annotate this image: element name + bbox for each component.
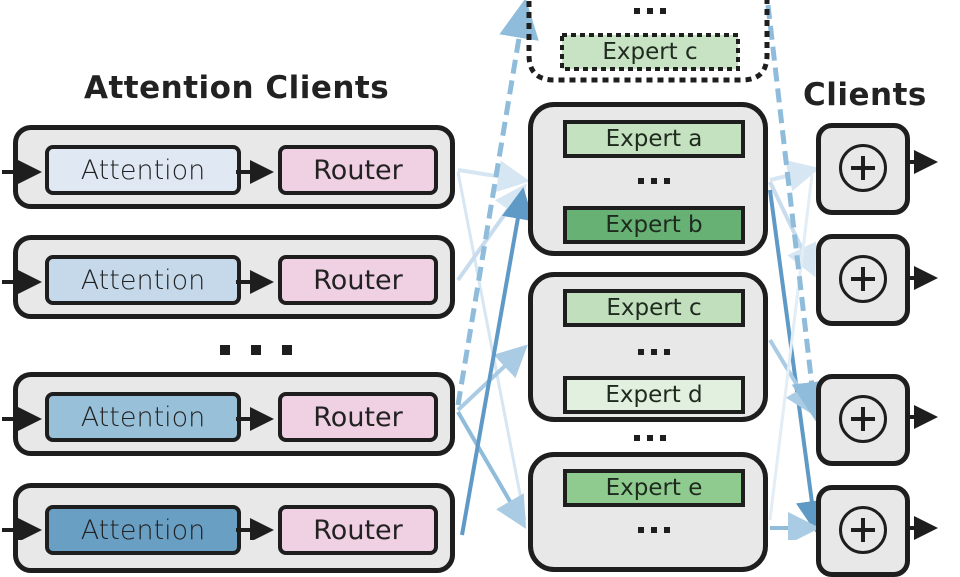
sum-client-4: [816, 485, 910, 577]
expert-ellipsis: [638, 349, 670, 355]
route-arrow: [456, 344, 528, 412]
expert-b: Expert b: [563, 206, 745, 244]
attention-block: Attention: [45, 392, 241, 442]
return-arrow: [768, 338, 817, 417]
expert-e: Expert e: [563, 469, 745, 507]
route-arrow: [456, 171, 527, 521]
expert-c-migrating: Expert c: [602, 39, 698, 65]
sum-client-1: [816, 123, 910, 215]
expert-c: Expert c: [563, 289, 745, 327]
expert-groups-ellipsis: [634, 435, 666, 441]
route-arrow-dashed: [455, 0, 539, 406]
sum-client-2: [816, 234, 910, 326]
attention-client-2: Attention Router: [13, 235, 455, 319]
route-arrow: [456, 410, 527, 529]
router-block: Router: [278, 392, 438, 442]
attention-block: Attention: [45, 255, 241, 305]
router-block: Router: [278, 505, 438, 555]
return-arrow: [768, 181, 817, 278]
attention-client-3: Attention Router: [13, 372, 455, 456]
plus-circle-icon: [839, 395, 887, 443]
return-arrow: [768, 174, 814, 521]
sum-client-3: [816, 374, 910, 466]
router-block: Router: [278, 255, 438, 305]
output-arrow: [908, 150, 938, 540]
attention-client-1: Attention Router: [13, 125, 455, 209]
route-arrow: [457, 160, 530, 193]
expert-group-3: Expert e: [528, 452, 768, 572]
attention-client-4: Attention Router: [13, 483, 455, 573]
expert-ellipsis: [638, 178, 670, 184]
expert-group-1: Expert a Expert b: [528, 102, 768, 256]
expert-ellipsis: [638, 527, 670, 533]
input-arrow: [2, 160, 42, 540]
plus-circle-icon: [839, 255, 887, 303]
router-block: Router: [278, 145, 438, 195]
attention-block: Attention: [45, 145, 241, 195]
clients-ellipsis: [220, 345, 292, 355]
attention-block: Attention: [45, 505, 241, 555]
return-arrow: [768, 189, 828, 533]
route-arrow: [456, 183, 527, 282]
expert-d: Expert d: [563, 376, 745, 414]
route-arrow: [460, 187, 534, 536]
attention-clients-title: Attention Clients: [84, 70, 390, 106]
clients-title: Clients: [803, 77, 927, 113]
plus-circle-icon: [839, 506, 887, 554]
expert-a: Expert a: [563, 120, 745, 158]
return-arrow-dashed: [765, 4, 832, 422]
expert-group-2: Expert c Expert d: [528, 272, 768, 422]
return-arrow: [769, 159, 820, 192]
plus-circle-icon: [839, 144, 887, 192]
expert-ellipsis: [634, 8, 666, 14]
